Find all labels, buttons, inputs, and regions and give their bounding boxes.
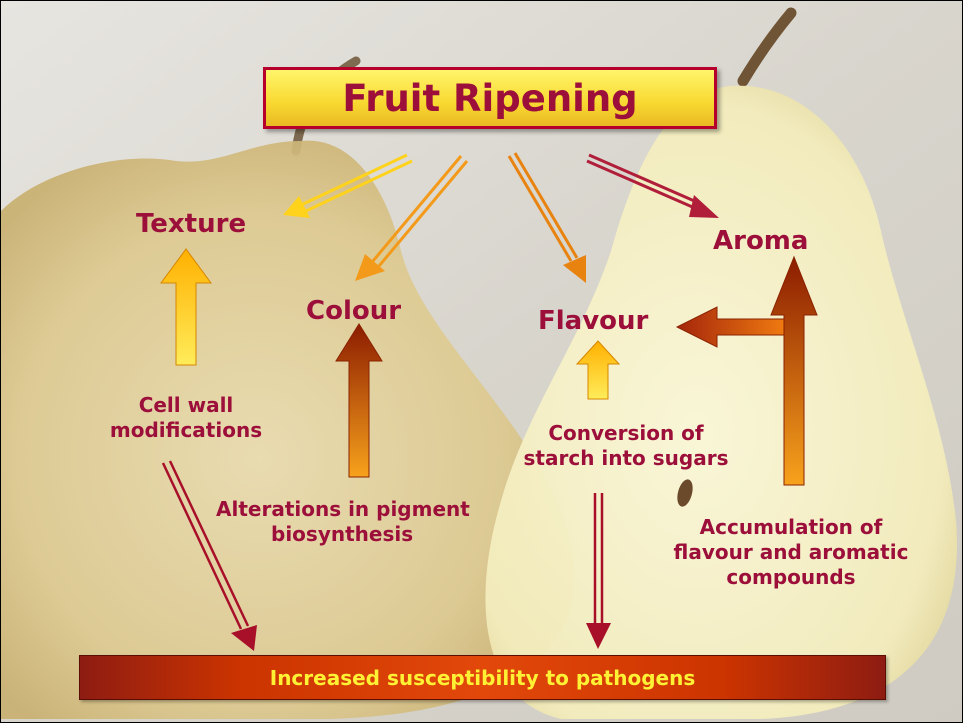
process-accumulation-line-3: compounds (631, 565, 951, 590)
process-starch: Conversion of starch into sugars (501, 421, 751, 471)
process-cell-wall-line-2: modifications (91, 418, 281, 443)
node-colour: Colour (306, 296, 401, 326)
process-pigment-line-2: biosynthesis (216, 522, 478, 547)
process-starch-line-2: starch into sugars (501, 446, 751, 471)
outcome-bar: Increased susceptibility to pathogens (79, 655, 886, 700)
outcome-label: Increased susceptibility to pathogens (270, 666, 696, 690)
process-cell-wall-line-1: Cell wall (91, 393, 281, 418)
node-flavour: Flavour (538, 306, 648, 336)
node-aroma: Aroma (713, 226, 808, 256)
diagram-title: Fruit Ripening (342, 77, 637, 120)
title-box: Fruit Ripening (263, 67, 717, 129)
node-texture: Texture (136, 209, 246, 239)
process-accumulation-line-2: flavour and aromatic (631, 540, 951, 565)
process-pigment: Alterations in pigment biosynthesis (216, 497, 478, 547)
process-starch-line-1: Conversion of (501, 421, 751, 446)
process-accumulation: Accumulation of flavour and aromatic com… (631, 515, 951, 590)
process-pigment-line-1: Alterations in pigment (216, 497, 478, 522)
process-accumulation-line-1: Accumulation of (631, 515, 951, 540)
process-cell-wall: Cell wall modifications (91, 393, 281, 443)
